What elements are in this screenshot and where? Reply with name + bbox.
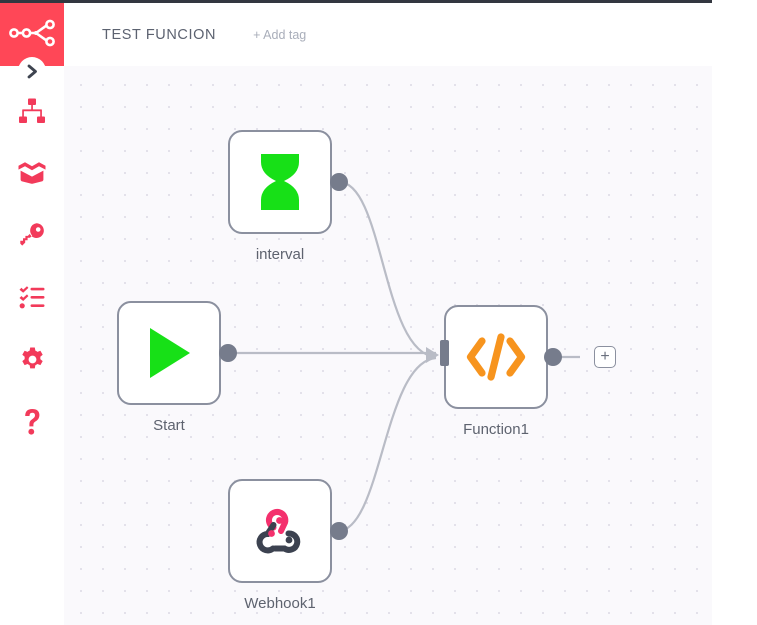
flow-canvas[interactable]: interval Start bbox=[64, 66, 712, 625]
sidebar-item-settings[interactable] bbox=[0, 328, 64, 390]
node-webhook1[interactable] bbox=[228, 479, 332, 583]
add-node-button[interactable]: + bbox=[594, 346, 616, 368]
node-label-interval: interval bbox=[255, 246, 305, 263]
sidebar-item-modules[interactable] bbox=[0, 142, 64, 204]
sidebar-item-tasks[interactable] bbox=[0, 266, 64, 328]
node-start[interactable] bbox=[117, 301, 221, 405]
edge-arrowhead bbox=[426, 347, 439, 363]
edge-interval-to-function1 bbox=[338, 180, 437, 359]
sidebar-item-credentials[interactable] bbox=[0, 204, 64, 266]
add-tag-button[interactable]: + Add tag bbox=[253, 27, 307, 42]
top-rule bbox=[0, 0, 712, 3]
port-in-function1[interactable] bbox=[440, 340, 449, 366]
header-bar: TEST FUNCION + Add tag bbox=[64, 3, 712, 66]
port-out-interval[interactable] bbox=[330, 173, 348, 191]
left-sidebar bbox=[0, 0, 64, 625]
node-interval[interactable] bbox=[228, 130, 332, 234]
port-out-webhook1[interactable] bbox=[330, 522, 348, 540]
sidebar-item-help[interactable] bbox=[0, 390, 64, 452]
node-label-start: Start bbox=[153, 417, 185, 434]
code-brackets-icon bbox=[465, 333, 527, 381]
port-out-start[interactable] bbox=[219, 344, 237, 362]
sitemap-icon bbox=[18, 98, 46, 124]
webhook-icon bbox=[254, 507, 306, 555]
edge-webhook1-to-function1 bbox=[338, 356, 437, 533]
key-icon bbox=[19, 222, 45, 248]
sidebar-nav bbox=[0, 80, 64, 452]
question-mark-icon bbox=[22, 408, 42, 435]
hourglass-icon bbox=[254, 152, 306, 212]
port-out-function1[interactable] bbox=[544, 348, 562, 366]
gear-icon bbox=[20, 347, 45, 372]
chevron-right-icon bbox=[26, 64, 39, 79]
play-triangle-icon bbox=[143, 325, 195, 381]
node-label-webhook1: Webhook1 bbox=[244, 595, 316, 612]
page-title: TEST FUNCION bbox=[102, 26, 217, 43]
app-logo[interactable] bbox=[0, 0, 64, 66]
sidebar-item-flows[interactable] bbox=[0, 80, 64, 142]
node-function1[interactable] bbox=[444, 305, 548, 409]
node-label-function1: Function1 bbox=[463, 421, 529, 438]
checklist-icon bbox=[19, 285, 45, 309]
sidebar-expand-toggle[interactable] bbox=[18, 57, 46, 85]
open-box-icon bbox=[17, 161, 47, 185]
node-graph-logo-icon bbox=[9, 18, 55, 48]
